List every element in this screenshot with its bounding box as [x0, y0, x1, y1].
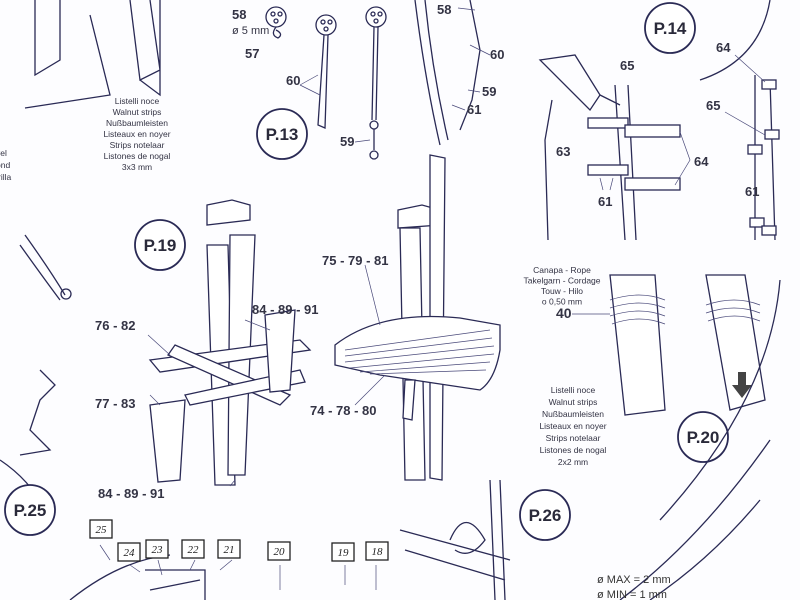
text-line: Listelli noce	[115, 96, 160, 106]
text-line: Nußbaumleisten	[542, 409, 604, 419]
label-60: 60	[286, 73, 300, 88]
text-line: Canapa - Rope	[533, 265, 591, 275]
left-partial-drawings	[0, 234, 72, 511]
label-75-79-81: 75 - 79 - 81	[322, 253, 389, 268]
part-box-22: 22	[181, 539, 205, 559]
text-line: 2x2 mm	[558, 457, 588, 467]
step-p19: P.19	[144, 236, 177, 255]
label-76-82: 76 - 82	[95, 318, 135, 333]
step-badge-p14	[644, 2, 696, 54]
walnut-post-drawing	[24, 0, 161, 109]
shroud-drawing	[414, 0, 491, 146]
diameter-max: ø MAX = 2 mm	[597, 574, 671, 586]
step-p25: P.25	[14, 501, 47, 520]
part-box-21: 21	[217, 539, 241, 559]
rope-wrap-drawing	[609, 274, 766, 416]
svg-text:21: 21	[224, 544, 235, 556]
step-p20: P.20	[687, 428, 720, 447]
label-57: 57	[245, 46, 259, 61]
part-box-25: 25	[89, 519, 113, 539]
text-line: Listones de nogal	[540, 445, 607, 455]
top-platform-drawing	[334, 154, 501, 481]
label-65: 65	[620, 58, 634, 73]
step-p13: P.13	[266, 125, 299, 144]
label-40: 40	[556, 305, 572, 321]
label-64c: 64	[694, 154, 709, 169]
step-p26: P.26	[529, 506, 562, 525]
cut-text-line: ond	[0, 160, 10, 170]
text-line: Strips notelaar	[110, 140, 165, 150]
svg-text:22: 22	[188, 544, 200, 556]
step-badge-p13	[256, 108, 308, 160]
eyelet-drawings	[265, 6, 387, 160]
crosstree-drawing	[147, 199, 312, 487]
text-line: Takelgarn - Cordage	[523, 276, 600, 286]
label-65c: 65	[706, 98, 720, 113]
text-line: Walnut strips	[113, 107, 162, 117]
label-59b: 59	[482, 84, 496, 99]
chainplate-drawing	[538, 0, 780, 241]
text-line: Listelli noce	[551, 385, 596, 395]
part-box-19: 19	[331, 542, 355, 562]
label-63: 63	[556, 144, 570, 159]
part-box-20: 20	[267, 541, 291, 561]
step-badge-p26	[519, 489, 571, 541]
cut-text-line: vel	[0, 148, 7, 158]
label-77-83: 77 - 83	[95, 396, 135, 411]
label-diameter: ø 5 mm	[232, 25, 269, 37]
diameter-min: ø MIN = 1 mm	[597, 589, 667, 600]
part-box-24: 24	[117, 542, 141, 562]
label-74-78-80: 74 - 78 - 80	[310, 403, 377, 418]
step-badge-p25	[4, 484, 56, 536]
svg-text:20: 20	[274, 546, 286, 558]
cut-text-line: rilla	[0, 172, 11, 182]
label-61d: 61	[745, 184, 759, 199]
svg-text:19: 19	[338, 547, 350, 559]
text-line: Listones de nogal	[104, 151, 171, 161]
label-58: 58	[232, 7, 246, 22]
knot-drawing	[399, 279, 781, 600]
label-84-89-91a: 84 - 89 - 91	[252, 302, 319, 317]
svg-text:24: 24	[124, 547, 136, 559]
text-line: Walnut strips	[549, 397, 598, 407]
label-60b: 60	[490, 47, 504, 62]
step-p14: P.14	[654, 19, 687, 38]
part-box-23: 23	[145, 539, 169, 559]
label-64: 64	[716, 40, 731, 55]
text-line: Strips notelaar	[546, 433, 601, 443]
left-cut-text: vel ond rilla	[0, 148, 11, 182]
text-line: Listeaux en noyer	[539, 421, 606, 431]
text-line: ο 0,50 mm	[542, 297, 582, 307]
part-box-18: 18	[365, 541, 389, 561]
text-line: Nußbaumleisten	[106, 118, 168, 128]
label-61c: 61	[598, 194, 612, 209]
svg-text:23: 23	[152, 544, 164, 556]
label-61b: 61	[467, 102, 481, 117]
label-59: 59	[340, 134, 354, 149]
step-badge-p19	[134, 219, 186, 271]
text-line: 3x3 mm	[122, 162, 152, 172]
part-number-boxes: 25 24 23 22 21 20 19 18	[89, 519, 389, 562]
svg-text:18: 18	[372, 546, 384, 558]
label-58b: 58	[437, 2, 451, 17]
svg-text:25: 25	[96, 524, 108, 536]
label-84-89-91b: 84 - 89 - 91	[98, 486, 165, 501]
text-line: Touw - Hilo	[541, 286, 583, 296]
text-line: Listeaux en noyer	[103, 129, 170, 139]
